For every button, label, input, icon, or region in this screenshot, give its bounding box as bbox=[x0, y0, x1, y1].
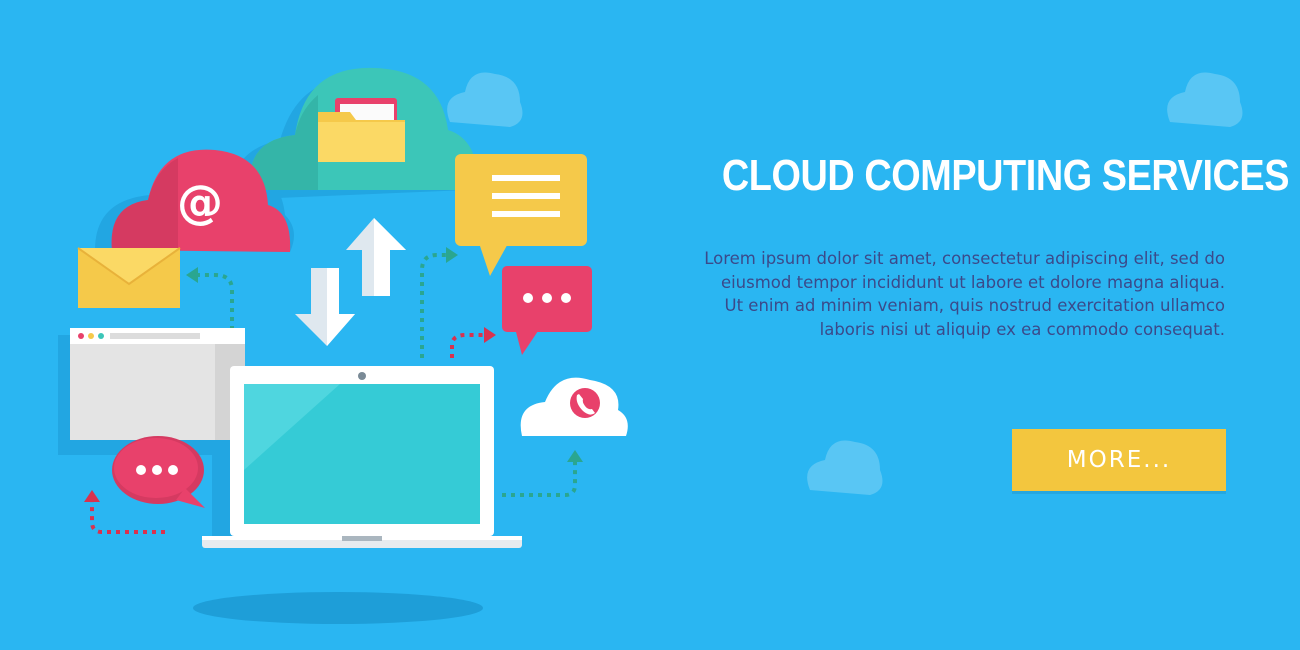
up-arrow-icon bbox=[346, 218, 406, 296]
svg-text:@: @ bbox=[177, 175, 223, 229]
dots-chat-bubble-icon bbox=[502, 266, 592, 355]
down-arrow-icon bbox=[295, 268, 355, 346]
laptop-icon bbox=[202, 366, 522, 548]
envelope-icon bbox=[77, 247, 181, 308]
banner-description: Lorem ipsum dolor sit amet, consectetur … bbox=[704, 249, 1225, 339]
watermark-icon bbox=[807, 440, 883, 495]
banner-title: CLOUD COMPUTING SERVICES bbox=[721, 151, 1290, 200]
cloud-services-illustration: @ bbox=[58, 67, 628, 624]
email-at-cloud-icon: @ bbox=[111, 149, 291, 252]
more-button[interactable]: MORE... bbox=[1012, 429, 1226, 491]
message-lines-bubble-icon bbox=[455, 154, 587, 276]
watermark-icon bbox=[1167, 72, 1243, 127]
floor-shadow bbox=[193, 592, 483, 624]
browser-window-icon bbox=[70, 328, 245, 440]
phone-cloud-icon bbox=[520, 377, 628, 436]
dots-chat-bubble-icon bbox=[112, 436, 205, 508]
watermark-icon bbox=[447, 72, 523, 127]
folder-cloud-icon bbox=[249, 67, 479, 190]
